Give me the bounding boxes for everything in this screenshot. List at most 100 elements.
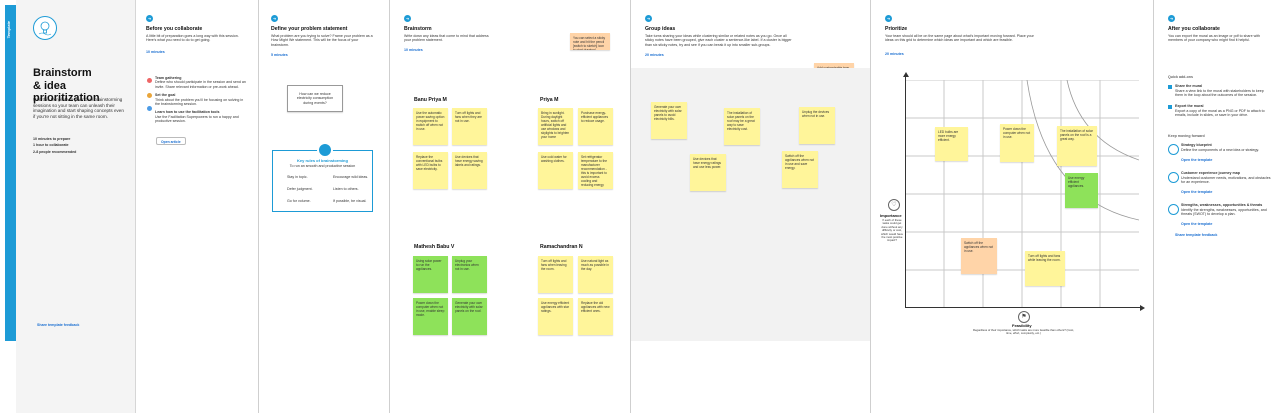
- keep-3-link[interactable]: Open the template: [1181, 222, 1213, 226]
- brainstorm-desc: Write down any ideas that come to mind t…: [404, 34, 489, 43]
- problem-statement-card[interactable]: How can we reduce electricity consumptio…: [287, 85, 343, 112]
- feasibility-desc: Regardless of their importance, which ta…: [972, 328, 1075, 336]
- priority-note-3[interactable]: The installation of solar panels on the …: [1057, 126, 1097, 166]
- group-note-5[interactable]: Switch off the appliances when not in us…: [782, 151, 818, 188]
- people-meta: 2-8 people recommended: [33, 149, 77, 154]
- note-a2[interactable]: Turn off lights and fans when they are n…: [452, 108, 487, 145]
- note-b1[interactable]: Bring in sunlight. During daylight hours…: [538, 108, 573, 145]
- y-arrow-icon: [903, 72, 909, 77]
- priority-note-6[interactable]: Turn off lights and fans while leaving t…: [1025, 251, 1065, 286]
- priority-note-4[interactable]: Use energy efficient appliances.: [1065, 173, 1098, 208]
- group-note-3[interactable]: Use devices that have energy ratings and…: [690, 154, 726, 191]
- keep-1-text: Define the components of a new idea or s…: [1181, 148, 1260, 152]
- brainstorm-tip-note[interactable]: You can select a sticky note and hit the…: [570, 33, 610, 50]
- define-frame: ➜ Define your problem statement What pro…: [259, 0, 390, 413]
- group-time: 20 minutes: [645, 53, 664, 57]
- note-d4[interactable]: Replace the old appliances with new effi…: [578, 298, 613, 335]
- group-title: Group ideas: [645, 26, 676, 32]
- session-meta: 1 hour to collaborate: [33, 143, 69, 148]
- keep-2-link[interactable]: Open the template: [1181, 190, 1213, 194]
- step-icon-prioritize: ➜: [885, 15, 892, 22]
- open-article-button[interactable]: Open article: [156, 137, 186, 145]
- heart-icon: ♡: [888, 199, 900, 211]
- before-steps: Team gathering Define who should partici…: [146, 76, 246, 124]
- after-title: After you collaborate: [1168, 26, 1220, 32]
- feasibility-label: Feasibility: [1012, 323, 1032, 328]
- intro-panel: Brainstorm & idea prioritization Use thi…: [16, 0, 136, 413]
- step-goal-text: Think about the problem you'll be focusi…: [155, 97, 244, 107]
- template-title-line2: & idea prioritization: [33, 80, 100, 104]
- priority-note-5[interactable]: Switch off the appliances when not in us…: [961, 238, 997, 274]
- note-a3[interactable]: Replace the conventional bulbs with LED …: [413, 152, 448, 189]
- note-a1[interactable]: Use the automatic power saving option in…: [413, 108, 448, 145]
- rule-1: Stay in topic.: [287, 175, 308, 179]
- brainstorm-time: 10 minutes: [404, 48, 423, 52]
- brainstorm-frame: ➜ Brainstorm Write down any ideas that c…: [390, 0, 631, 413]
- step-icon-before: ➜: [146, 15, 153, 22]
- before-title: Before you collaborate: [146, 26, 203, 32]
- keep-2-title: Customer experience journey map: [1181, 171, 1240, 175]
- note-d3[interactable]: Use energy efficient appliances with sta…: [538, 298, 573, 335]
- brainstorm-title: Brainstorm: [404, 26, 432, 32]
- group-desc: Take turns sharing your ideas while clus…: [645, 34, 792, 47]
- note-d1[interactable]: Turn off lights and fans when leaving th…: [538, 256, 573, 293]
- note-c4[interactable]: Generate your own electricity with solar…: [452, 298, 487, 335]
- rule-2: Encourage wild ideas.: [333, 175, 369, 179]
- prioritize-frame: ➜ Prioritize Your team should all be on …: [871, 0, 1154, 413]
- step-tools-text: Use the Facilitation Superpowers to run …: [155, 114, 239, 124]
- template-description: Use this template in your own brainstorm…: [33, 97, 124, 119]
- after-feedback-link[interactable]: Share template feedback: [1175, 233, 1218, 237]
- export-icon: [1168, 105, 1172, 109]
- note-c2[interactable]: Unplug your electronics when not in use.: [452, 256, 487, 293]
- note-a4[interactable]: Use devices that have energy saving labe…: [452, 152, 487, 189]
- template-tag: Template: [6, 21, 11, 39]
- share-icon: [1168, 85, 1172, 89]
- note-b3[interactable]: Use cold water for washing clothes.: [538, 152, 573, 189]
- priority-note-1[interactable]: LED bulbs are more energy efficient.: [935, 127, 968, 161]
- step-icon-brainstorm: ➜: [404, 15, 411, 22]
- note-b4[interactable]: Set refrigerator temperature to the manu…: [578, 152, 613, 189]
- prioritize-time: 20 minutes: [885, 52, 904, 56]
- problem-statement-text: How can we reduce electricity consumptio…: [296, 92, 334, 105]
- keep-1-title: Strategy blueprint: [1181, 143, 1212, 147]
- note-c1[interactable]: Using solar power to run the appliances.: [413, 256, 448, 293]
- group-note-4[interactable]: Unplug the devices when not in use.: [799, 107, 835, 144]
- rule-4: Listen to others.: [333, 187, 359, 191]
- rules-card: Key rules of brainstorming To run an smo…: [272, 142, 373, 212]
- before-time: 10 minutes: [146, 50, 165, 54]
- importance-desc: If each of these tasks could get done wi…: [880, 218, 904, 243]
- x-arrow-icon: [1140, 305, 1145, 311]
- grid-lines: [904, 79, 1140, 307]
- prioritize-desc: Your team should all be on the same page…: [885, 34, 1034, 43]
- importance-label: Importance: [880, 213, 902, 218]
- swot-icon: [1168, 204, 1179, 215]
- person-priya: Priya M: [540, 97, 559, 103]
- after-frame: ➜ After you collaborate You can export t…: [1154, 0, 1287, 413]
- step-gather-text: Define who should participate in the ses…: [155, 80, 246, 89]
- journey-icon: [1168, 172, 1179, 183]
- step-c-icon: [147, 106, 152, 111]
- step-gather-title: Team gathering: [155, 76, 182, 80]
- x-axis-line: [905, 307, 1141, 308]
- share-feedback-link[interactable]: Share template feedback: [37, 323, 80, 327]
- y-axis-line: [905, 75, 906, 307]
- intro-frame: Template Brainstorm & idea prioritizatio…: [0, 0, 136, 413]
- quick-share-text: Share a view link to the mural with stak…: [1175, 89, 1264, 98]
- rules-title: Key rules of brainstorming: [297, 158, 348, 163]
- template-title-line1: Brainstorm: [33, 67, 92, 79]
- clock-meta: 10 minutes to prepare: [33, 137, 71, 141]
- lightbulb-icon: [33, 16, 57, 40]
- group-note-2[interactable]: The installation of solar panels on the …: [724, 108, 760, 145]
- flag-icon: ⚑: [1018, 311, 1030, 323]
- group-note-1[interactable]: Generate your own electricity with solar…: [651, 102, 687, 139]
- note-d2[interactable]: Use natural light as much as possible in…: [578, 256, 613, 293]
- keep-title: Keep moving forward: [1168, 134, 1205, 138]
- keep-1-link[interactable]: Open the template: [1181, 158, 1213, 162]
- person-mathesh: Mathesh Babu V: [414, 244, 455, 250]
- note-b2[interactable]: Purchase energy-efficient appliances to …: [578, 108, 613, 145]
- note-c3[interactable]: Power down the computer when not in use,…: [413, 298, 448, 335]
- after-desc: You can export the mural as an image or …: [1168, 34, 1260, 43]
- priority-note-2[interactable]: Power down the computer when not in use.: [1000, 124, 1034, 162]
- rule-6: If possible, be visual.: [333, 199, 367, 203]
- blueprint-icon: [1168, 144, 1179, 155]
